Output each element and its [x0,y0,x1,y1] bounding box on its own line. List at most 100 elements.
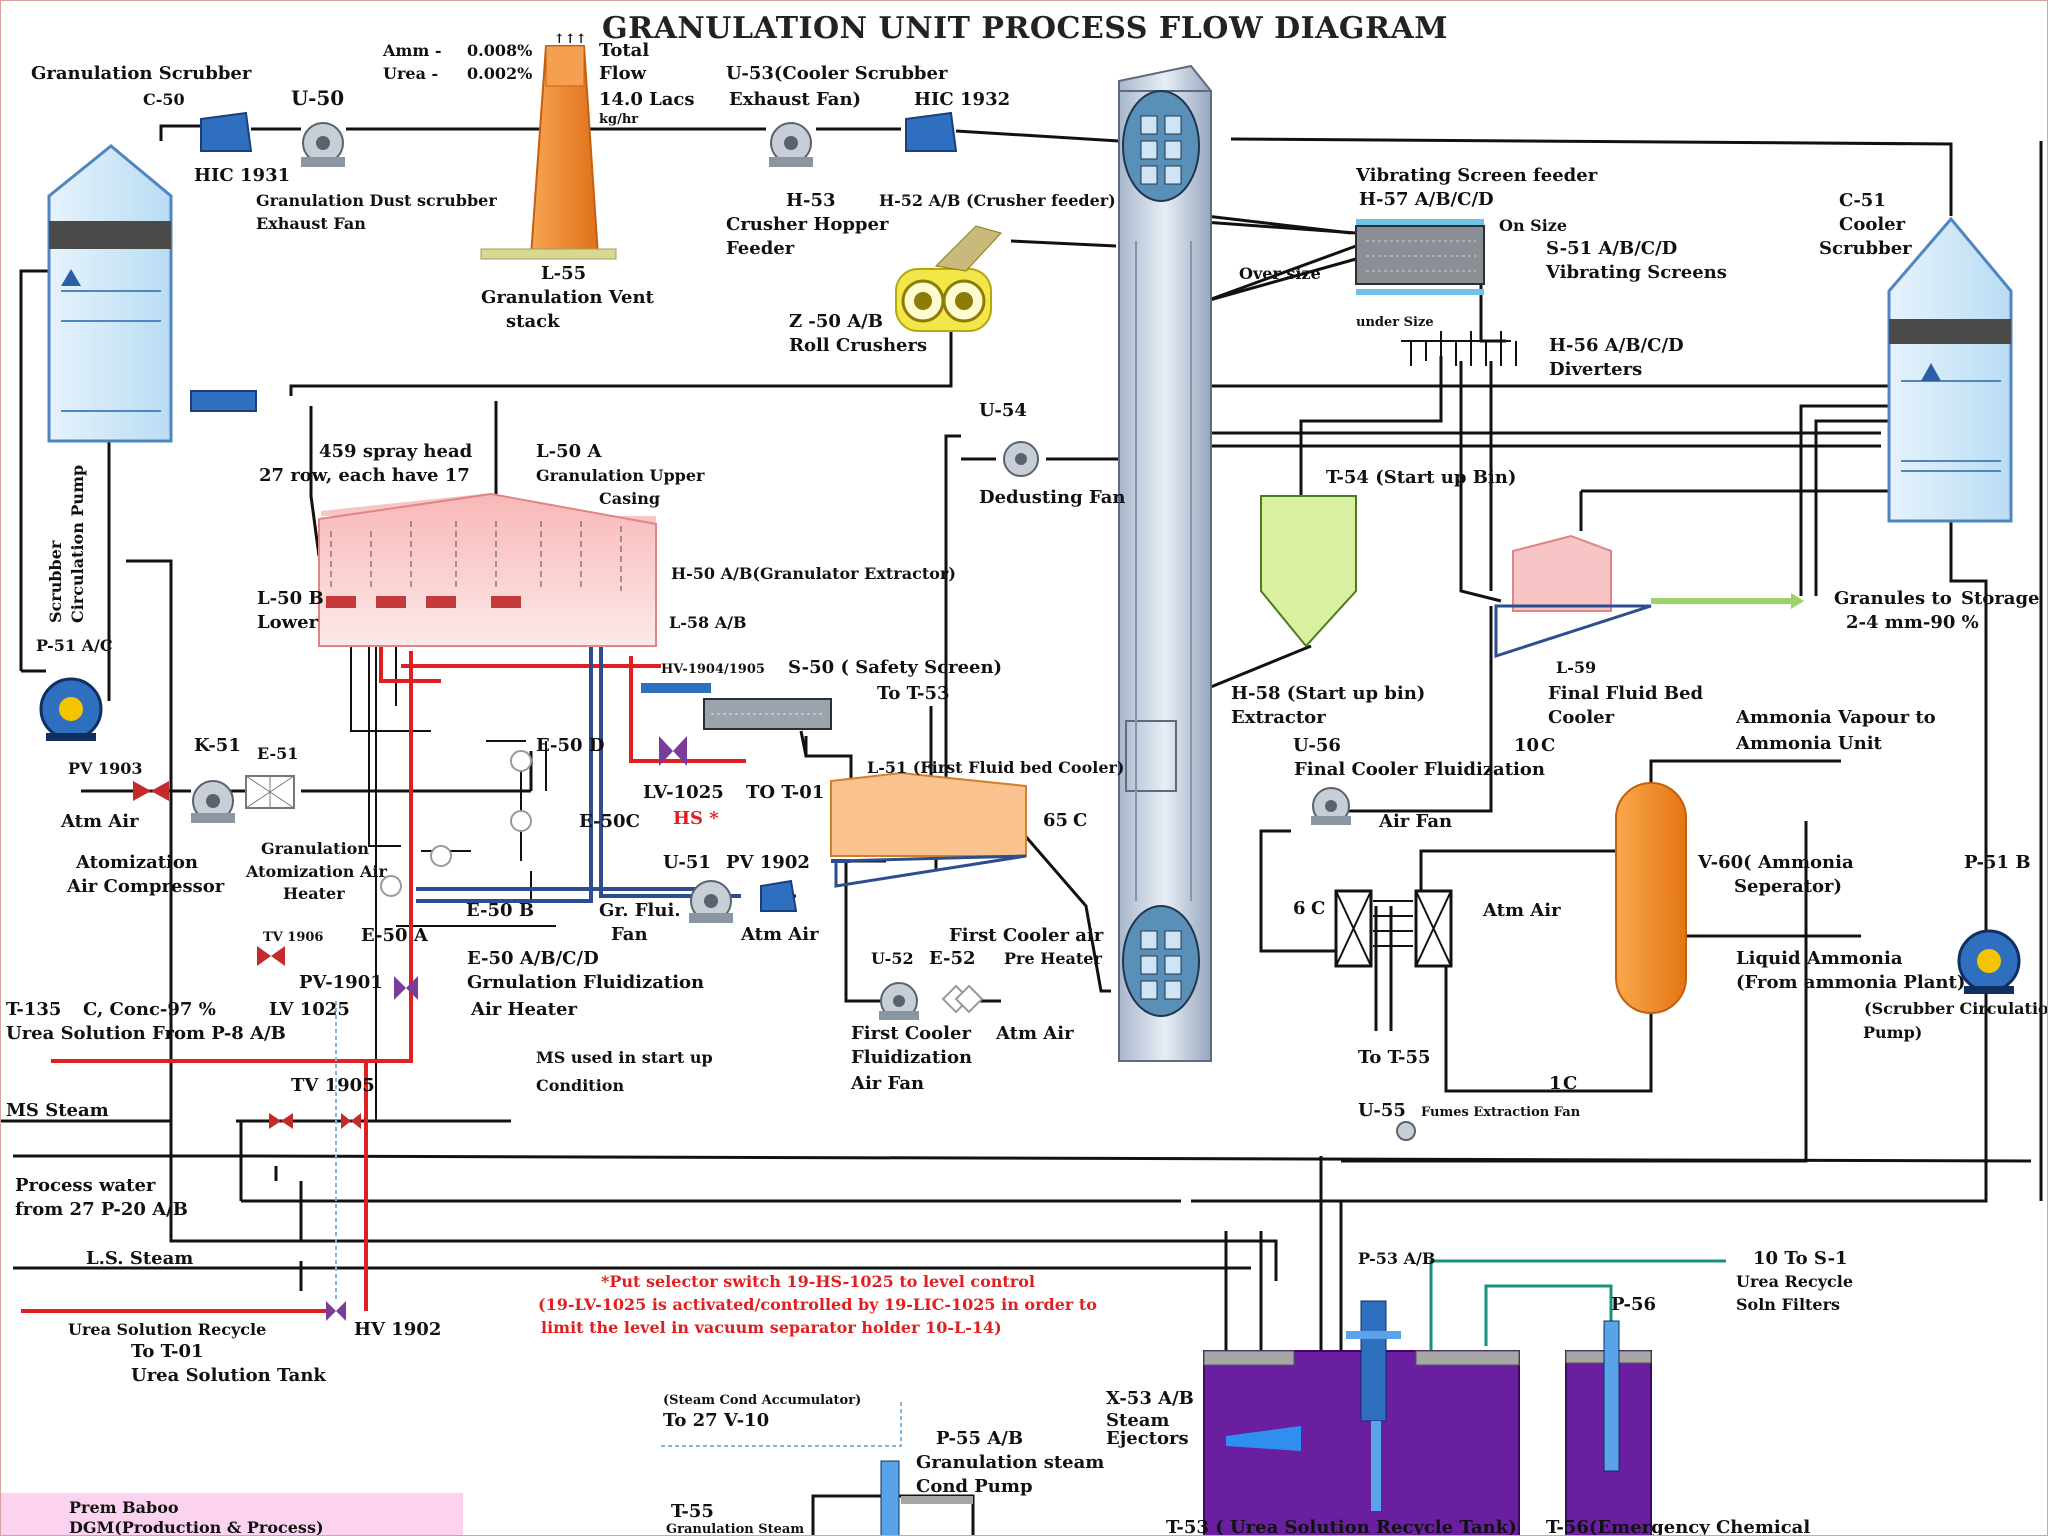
label-sca-2: To 27 V-10 [663,1410,769,1431]
label-l55: L-55 [541,263,586,284]
label-ms-steam: MS Steam [6,1100,109,1121]
label-gr-flui-1: Gr. Flui. [599,900,681,921]
label-urf-1: Urea Recycle [1736,1272,1853,1291]
t55-steam-tank [811,1460,975,1535]
u53-fan [769,122,813,167]
note-line-3: limit the level in vacuum separator hold… [541,1318,1002,1337]
label-liq-amm-2: (From ammonia Plant) [1736,972,1965,993]
label-dust-fan-1: Granulation Dust scrubber [256,191,497,210]
author-box [1,1493,463,1535]
label-u55: U-55 [1358,1100,1406,1121]
label-l58: L-58 A/B [669,613,747,632]
pv1902-damper [760,879,798,912]
label-e50d: E-50 D [536,735,604,756]
t56-emergency-tank [1565,1320,1652,1535]
label-h52: H-52 A/B (Crusher feeder) [879,191,1116,210]
label-scrub-pump-1: Scrubber [46,540,65,623]
label-e51: E-51 [257,744,298,763]
label-u53-2: Exhaust Fan) [729,89,861,110]
label-pv1903: PV 1903 [68,759,143,778]
label-temp10: 10 [1514,735,1539,756]
label-usr-1: Urea Solution Recycle [68,1320,266,1339]
label-t55-1: T-55 [671,1501,714,1522]
label-h58-2: Extractor [1231,707,1326,728]
label-u56: U-56 [1293,735,1341,756]
u55-fan [1396,1121,1416,1141]
label-amm-val: 0.008% [467,41,532,60]
label-hic1931: HIC 1931 [194,165,290,186]
u56-fan [1311,787,1351,825]
label-fca-1: First Cooler air [949,925,1104,946]
label-pw-2: from 27 P-20 A/B [15,1199,188,1220]
label-granules-3: 2-4 mm-90 % [1846,612,1979,633]
label-ffb-2: Cooler [1548,707,1615,728]
label-x53-1: X-53 A/B [1106,1388,1194,1409]
c50-granulation-scrubber [47,144,173,443]
label-over-size: Over size [1239,264,1321,283]
label-t135: T-135 [6,999,61,1020]
label-l50a: L-50 A [536,441,602,462]
label-h57: H-57 A/B/C/D [1359,189,1494,210]
label-c51: C-51 [1839,190,1886,211]
label-on-size: On Size [1499,216,1567,235]
bucket-elevator [1118,64,1212,1062]
label-h56: H-56 A/B/C/D [1549,335,1684,356]
label-t54: T-54 (Start up Bin) [1326,467,1516,488]
label-p56: P-56 [1611,1294,1656,1315]
label-u52: U-52 [871,949,914,968]
label-total: Total [599,40,649,61]
label-vib-screens: Vibrating Screens [1545,262,1727,283]
label-temp65-c: C [1073,810,1087,831]
hic1932-damper [905,111,958,152]
label-s51: S-51 A/B/C/D [1546,238,1677,259]
u51-fan [689,880,733,923]
label-vent-1: Granulation Vent [481,287,655,308]
label-fcf-2: Fluidization [851,1047,972,1068]
e51-heater [245,775,295,809]
label-preheater: Pre Heater [1004,949,1102,968]
note-line-2: (19-LV-1025 is activated/controlled by 1… [538,1295,1097,1314]
u52-fan [879,982,919,1020]
scrubber-return-damper [190,390,257,412]
label-granules-2: Storage [1961,588,2040,609]
label-t56: T-56(Emergency Chemical [1546,1517,1810,1536]
label-roll-crushers: Roll Crushers [789,335,927,356]
label-gran-atom-3: Heater [283,884,345,903]
label-e50b: E-50 B [466,900,534,921]
label-e50a: E-50 A [361,925,429,946]
label-ammonia-vap-1: Ammonia Vapour to [1735,707,1936,728]
label-diverters: Diverters [1549,359,1642,380]
label-fumes-fan: Fumes Extraction Fan [1421,1105,1581,1120]
c51-cooler-scrubber [1887,216,2013,523]
e52-preheater [941,984,984,1014]
label-fcf-3: Air Fan [850,1073,924,1094]
label-flow-val: 14.0 Lacs [599,89,695,110]
label-amm: Amm - [382,41,441,60]
label-to-s1: 10 To S-1 [1753,1248,1848,1269]
label-u51: U-51 [663,852,711,873]
label-temp6: 6 [1293,898,1306,919]
label-urea-val: 0.002% [467,64,532,83]
label-atm-air-2: Atm Air [1482,900,1561,921]
label-c50: C-50 [143,90,185,109]
label-conc: C, Conc-97 % [83,999,216,1020]
label-atom-comp-1: Atomization [75,852,198,873]
label-k51: K-51 [194,735,241,756]
label-t53: T-53 ( Urea Solution Recycle Tank) [1166,1517,1517,1536]
label-p53: P-53 A/B [1358,1249,1435,1268]
label-s50: S-50 ( Safety Screen) [788,657,1002,678]
label-vsf: Vibrating Screen feeder [1355,165,1598,186]
process-lines [1,124,2043,1358]
label-p55-3: Cond Pump [916,1476,1033,1497]
label-p51ac: P-51 A/C [36,636,113,655]
t54-startup-bin [1260,495,1357,648]
e50-heaters [380,750,532,897]
label-upper-1: Granulation Upper [536,466,705,485]
label-scrub-pump-2: Circulation Pump [68,465,87,623]
label-lv1025: LV-1025 [643,782,724,803]
label-sca-1: (Steam Cond Accumulator) [663,1393,861,1408]
label-p55-1: P-55 A/B [936,1428,1023,1449]
p51ac-pump [39,677,103,741]
label-ffb-1: Final Fluid Bed [1548,683,1704,704]
